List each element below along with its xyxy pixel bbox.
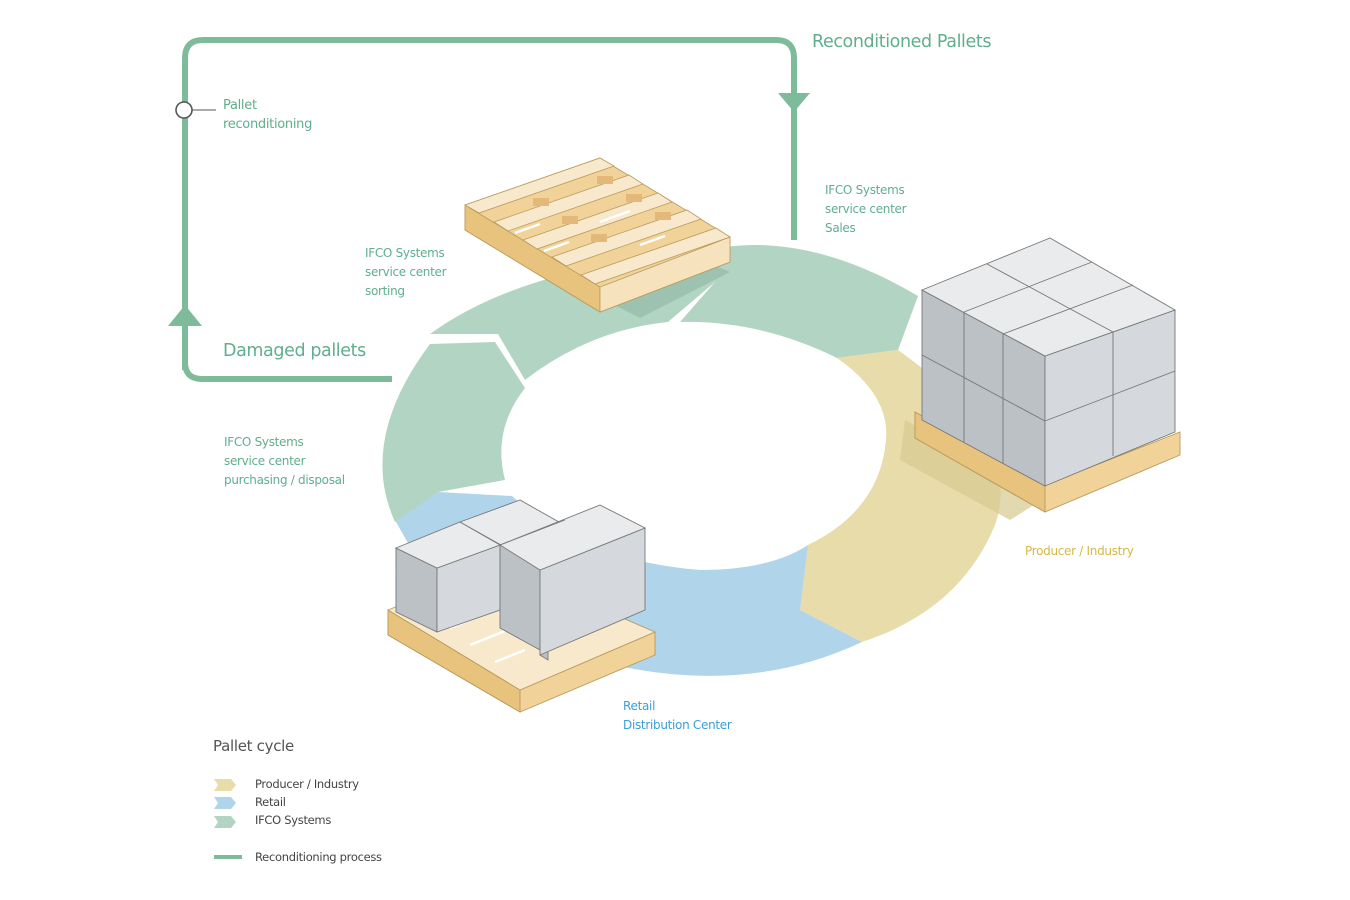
reconditioning-marker-icon: [175, 101, 193, 119]
reconditioning-line-2: reconditioning: [223, 117, 313, 132]
damaged-pallets-text: Damaged pallets: [223, 341, 366, 361]
legend-swatch-ifco-icon: [214, 816, 236, 828]
reconditioning-loop: [182, 37, 797, 382]
empty-pallet: [464, 157, 731, 318]
sales-line-3: Sales: [825, 221, 856, 235]
legend-swatch-process-icon: [214, 855, 242, 859]
damaged-pallets-label: Damaged pallets: [223, 340, 366, 362]
reconditioned-pallets-label: Reconditioned Pallets: [812, 31, 991, 53]
legend-item-retail: Retail: [255, 795, 286, 809]
purchasing-line-1: IFCO Systems: [224, 435, 304, 449]
purchasing-line-3: purchasing / disposal: [224, 473, 345, 487]
arrow-up-icon: [168, 305, 202, 326]
purchasing-line-2: service center: [224, 454, 306, 468]
ring-segment-ifco-sales: [680, 244, 918, 358]
legend-item-producer: Producer / Industry: [255, 777, 359, 791]
station-sales-label: IFCO Systems service center Sales: [825, 181, 907, 238]
station-purchasing-label: IFCO Systems service center purchasing /…: [224, 433, 345, 490]
legend-swatch-retail-icon: [214, 797, 236, 809]
arrow-down-icon: [778, 93, 810, 112]
sorting-line-1: IFCO Systems: [365, 246, 445, 260]
ring-segment-ifco-purchasing: [382, 342, 525, 522]
station-retail-label: Retail Distribution Center: [623, 697, 732, 735]
legend-title: Pallet cycle: [213, 737, 294, 755]
legend-item-process: Reconditioning process: [255, 850, 382, 864]
legend-swatches: [214, 779, 242, 859]
reconditioned-pallets-text: Reconditioned Pallets: [812, 32, 992, 52]
sales-line-1: IFCO Systems: [825, 183, 905, 197]
station-producer-label: Producer / Industry: [1025, 542, 1134, 561]
legend-item-ifco: IFCO Systems: [255, 813, 332, 827]
sorting-line-3: sorting: [365, 284, 405, 298]
partial-pallet: [386, 499, 657, 713]
retail-line-2: Distribution Center: [623, 718, 732, 732]
reconditioning-label: Pallet reconditioning: [223, 96, 312, 134]
loop-path-bottom: [182, 300, 392, 382]
producer-line-1: Producer / Industry: [1025, 544, 1134, 558]
retail-line-1: Retail: [623, 699, 656, 713]
full-pallet: [900, 237, 1181, 520]
reconditioning-line-1: Pallet: [223, 98, 257, 113]
loop-path-top: [182, 37, 797, 370]
station-sorting-label: IFCO Systems service center sorting: [365, 244, 447, 301]
sorting-line-2: service center: [365, 265, 447, 279]
sales-line-2: service center: [825, 202, 907, 216]
legend-swatch-producer-icon: [214, 779, 236, 791]
